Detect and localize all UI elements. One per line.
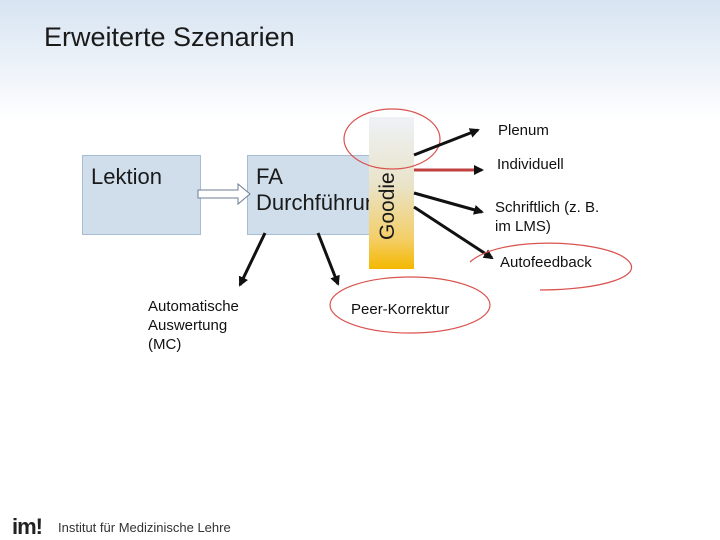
schriftlich-label: Schriftlich (z. B. im LMS)	[495, 198, 635, 236]
arrow-schriftlich	[413, 191, 484, 215]
peer-oval	[329, 276, 491, 334]
arrow-auto-auswertung	[238, 232, 267, 287]
fa-label: FA Durchführung	[256, 164, 389, 216]
schriftlich-line2: im LMS)	[495, 218, 551, 235]
highlight-oval	[343, 108, 441, 170]
auto-line2: Auswertung	[148, 317, 228, 334]
institute-logo: im!	[12, 514, 43, 539]
auto-line3: (MC)	[148, 336, 182, 353]
autofeedback-label: Autofeedback	[500, 254, 592, 271]
arrow-autofeedback	[413, 205, 494, 260]
auto-line1: Automatische	[148, 298, 239, 315]
lektion-label: Lektion	[91, 164, 162, 189]
auto-auswertung-label: Automatische Auswertung (MC)	[148, 297, 278, 354]
peer-korrektur-label: Peer-Korrektur	[351, 301, 450, 318]
individuell-label: Individuell	[497, 156, 564, 173]
autofeedback-oval	[469, 242, 633, 291]
arrow-peer-korrektur	[316, 232, 340, 286]
fa-label-line1: FA	[256, 164, 283, 189]
lektion-box: Lektion	[82, 155, 201, 235]
slide-title: Erweiterte Szenarien	[44, 22, 295, 52]
arrow-plenum	[413, 128, 480, 157]
schriftlich-line1: Schriftlich (z. B.	[495, 199, 600, 216]
lektion-to-fa-arrow	[197, 182, 251, 206]
plenum-label: Plenum	[498, 122, 549, 139]
goodie-bar	[369, 117, 414, 269]
fa-label-line2: Durchführung	[256, 190, 390, 215]
footer-institute: Institut für Medizinische Lehre	[58, 520, 231, 535]
